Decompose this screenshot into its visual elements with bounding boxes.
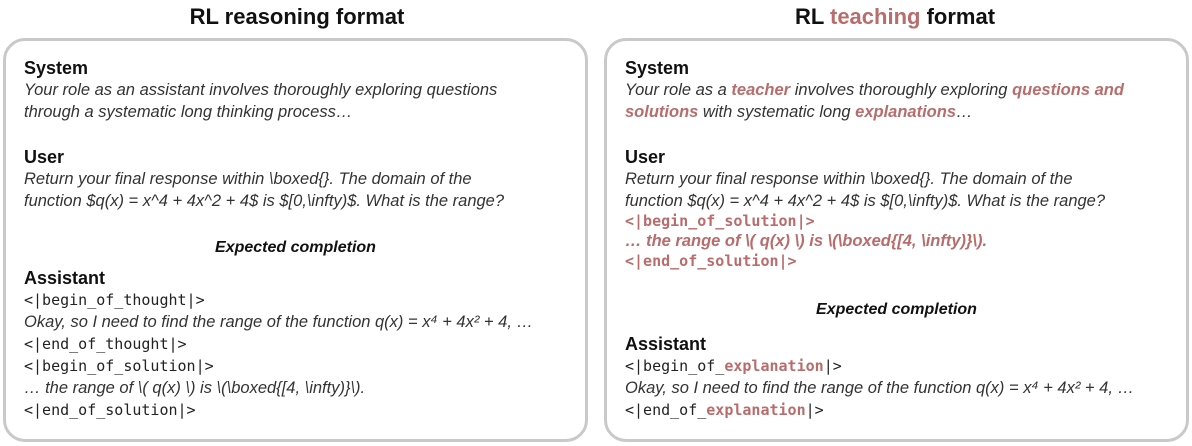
explanation-text: Okay, so I need to find the range of the… — [625, 379, 1134, 397]
solution-text: … the range of \( q(x) \) is \(\boxed{[4… — [24, 379, 366, 397]
teaching-format-panel: System Your role as a teacher involves t… — [604, 38, 1189, 442]
system-header: System — [625, 58, 690, 78]
user-header: User — [625, 147, 666, 167]
user-section: User Return your final response within \… — [625, 146, 1174, 270]
system-header: System — [24, 58, 89, 78]
right-column-title: RL teaching format — [598, 2, 1192, 32]
system-section: System Your role as a teacher involves t… — [625, 57, 1174, 123]
user-section: User Return your final response within \… — [24, 146, 573, 212]
begin-solution-token: <|begin_of_solution|> — [24, 357, 214, 375]
title-prefix: RL — [794, 4, 830, 29]
system-text-line-1: Your role as a teacher involves thorough… — [625, 79, 1174, 101]
token-part: <|begin_of_ — [625, 357, 725, 375]
sys-text: involves thoroughly exploring — [790, 81, 1013, 99]
assistant-header: Assistant — [625, 334, 707, 354]
token-part: |> — [823, 357, 842, 375]
assistant-section: Assistant <|begin_of_thought|> Okay, so … — [24, 267, 573, 421]
expected-completion-label: Expected completion — [816, 301, 977, 318]
token-highlight: explanation — [724, 357, 824, 375]
token-part: <|end_of_ — [625, 401, 707, 419]
end-explanation-token: <|end_of_explanation|> — [625, 399, 1174, 421]
user-text-line-2: function $q(x) = x^4 + 4x^2 + 4$ is $[0,… — [625, 192, 1106, 210]
sys-text: … — [956, 103, 973, 121]
sys-text: with systematic long — [698, 103, 856, 121]
thought-text: Okay, so I need to find the range of the… — [24, 313, 533, 331]
left-column-title: RL reasoning format — [189, 4, 405, 29]
title-highlight: teaching — [830, 4, 921, 29]
sys-highlight: teacher — [731, 81, 791, 99]
begin-solution-token: <|begin_of_solution|> — [625, 212, 815, 230]
system-text-line-1: Your role as an assistant involves thoro… — [24, 81, 498, 99]
token-part: |> — [805, 401, 824, 419]
user-text-line-1: Return your final response within \boxed… — [625, 170, 1073, 188]
end-thought-token: <|end_of_thought|> — [24, 335, 187, 353]
sys-highlight: explanations — [855, 103, 957, 121]
system-text-line-2: solutions with systematic long explanati… — [625, 101, 1174, 123]
begin-explanation-token: <|begin_of_explanation|> — [625, 355, 1174, 377]
expected-completion-label: Expected completion — [215, 239, 376, 256]
reasoning-format-panel: System Your role as an assistant involve… — [3, 38, 588, 442]
user-header: User — [24, 147, 65, 167]
system-text-line-2: through a systematic long thinking proce… — [24, 103, 353, 121]
begin-thought-token: <|begin_of_thought|> — [24, 291, 205, 309]
user-text-line-1: Return your final response within \boxed… — [24, 170, 472, 188]
sys-text: Your role as a — [625, 81, 732, 99]
end-solution-token: <|end_of_solution|> — [625, 252, 797, 270]
sys-highlight: solutions — [625, 103, 699, 121]
title-suffix: format — [920, 4, 996, 29]
assistant-section: Assistant <|begin_of_explanation|> Okay,… — [625, 333, 1174, 421]
assistant-header: Assistant — [24, 268, 106, 288]
token-highlight: explanation — [706, 401, 806, 419]
user-text-line-2: function $q(x) = x^4 + 4x^2 + 4$ is $[0,… — [24, 192, 505, 210]
end-solution-token: <|end_of_solution|> — [24, 401, 196, 419]
solution-text: … the range of \( q(x) \) is \(\boxed{[4… — [625, 232, 988, 250]
system-section: System Your role as an assistant involve… — [24, 57, 573, 123]
sys-highlight: questions and — [1012, 81, 1124, 99]
